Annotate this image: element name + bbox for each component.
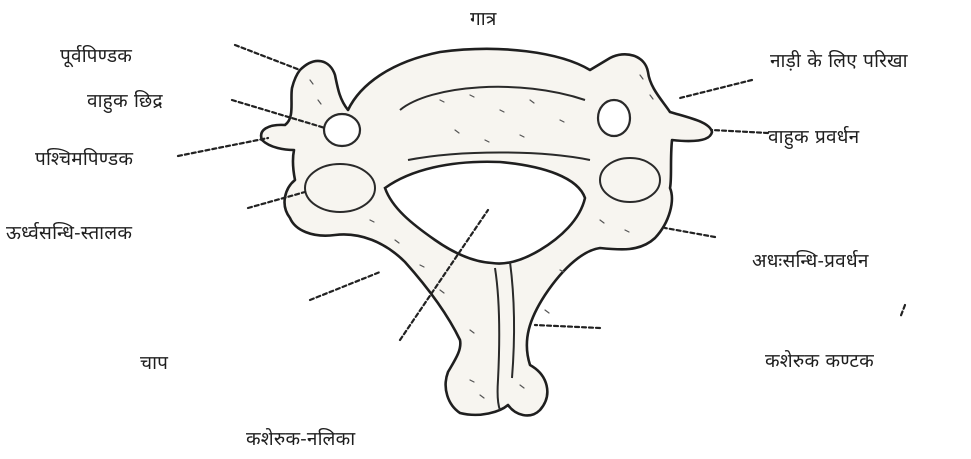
label-inferior-articular-process: अधःसन्धि-प्रवर्धन (752, 250, 869, 272)
transverse-foramen-left (324, 114, 360, 146)
label-spinous-process: कशेरुक कण्टक (765, 350, 874, 372)
label-vertebral-canal: कशेरुक-नलिका (246, 428, 355, 450)
label-arch: चाप (140, 352, 168, 374)
label-body: गात्र (470, 8, 497, 30)
leader-spinous-process (535, 325, 600, 328)
leader-inferior-articular (665, 228, 715, 237)
label-anterior-tubercle: पूर्वपिण्डक (60, 45, 132, 67)
leader-misc-mark (900, 305, 905, 318)
leader-posterior-tubercle (178, 138, 268, 156)
leader-anterior-tubercle (235, 45, 300, 70)
label-superior-articular-process: ऊर्ध्वसन्धि-स्तालक (6, 222, 132, 244)
transverse-foramen-right (598, 100, 630, 136)
leader-groove-for-nerve (680, 80, 752, 98)
label-posterior-tubercle: पश्चिमपिण्डक (35, 148, 133, 170)
label-groove-for-nerve: नाड़ी के लिए परिखा (770, 50, 908, 72)
label-transverse-process: वाहुक प्रवर्धन (768, 126, 859, 148)
leader-transverse-process (712, 130, 768, 133)
label-transverse-foramen: वाहुक छिद्र (87, 90, 163, 112)
leader-arch (310, 272, 380, 300)
